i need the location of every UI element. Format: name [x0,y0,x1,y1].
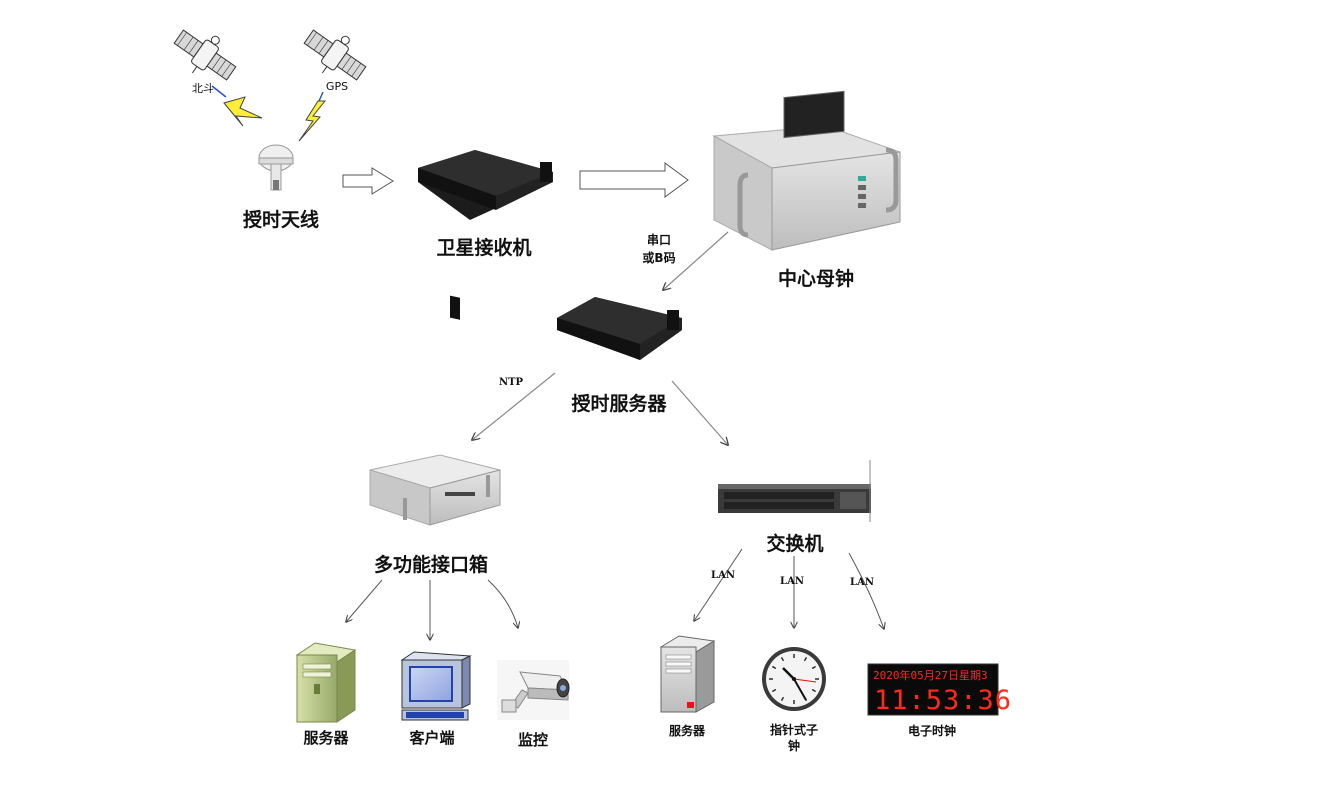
link-interface-to-monitor [487,579,518,628]
link-interface-to-server [346,579,383,622]
digital-clock-date: 2020年05月27日星期3 [873,668,988,682]
right-server-label: 服务器 [668,724,706,738]
satellite-gps-label: GPS [325,80,349,93]
link-server-to-interface [472,372,556,440]
interface-box-device [369,454,501,526]
digital-clock-device: 2020年05月27日星期3 11:53:36 [867,663,1012,716]
satellite-beidou-icon [173,29,237,81]
security-camera-icon [497,660,570,720]
monitor-label: 监控 [517,731,549,749]
left-server-label: 服务器 [303,729,349,747]
link-switch-to-digital-clock [848,552,884,629]
signal-bolt-right-icon [298,91,327,142]
time-server-label: 授时服务器 [571,393,667,415]
interface-box-label: 多功能接口箱 [373,554,489,576]
link-master-to-server [663,231,729,290]
flow-arrow-antenna-receiver [342,167,394,195]
serial-link-label-line1: 串口 [646,233,672,247]
ntp-link-label: NTP [498,377,524,388]
satellite-gps-icon [303,29,367,81]
satellite-receiver-device [418,150,553,320]
signal-bolt-left-icon [211,85,263,127]
serial-link-label-line2: 或B码 [642,251,676,265]
digital-clock-time: 11:53:36 [874,685,1012,716]
link-switch-to-server [694,548,743,621]
analog-clock-label: 指针式子钟 [769,723,818,753]
digital-clock-label: 电子时钟 [907,724,957,738]
lan-link-label-middle: LAN [780,576,804,587]
time-server-device [557,297,682,360]
antenna-label: 授时天线 [242,209,320,231]
receiver-label: 卫星接收机 [436,237,532,259]
flow-arrow-receiver-master [579,162,689,198]
switch-label: 交换机 [766,533,824,555]
master-clock-label: 中心母钟 [777,268,855,290]
client-computer-icon [400,651,472,721]
link-server-to-switch [671,380,728,445]
lan-link-label-right: LAN [850,577,874,588]
analog-clock-icon [762,647,826,711]
satellite-beidou-label: 北斗 [192,82,214,95]
client-label: 客户端 [409,729,455,747]
master-clock-device [712,90,901,251]
network-switch-device [718,460,871,522]
server-tower-right-icon [659,635,716,713]
server-tower-left-icon [295,642,357,723]
lan-link-label-left: LAN [711,570,735,581]
antenna-icon [258,144,294,191]
